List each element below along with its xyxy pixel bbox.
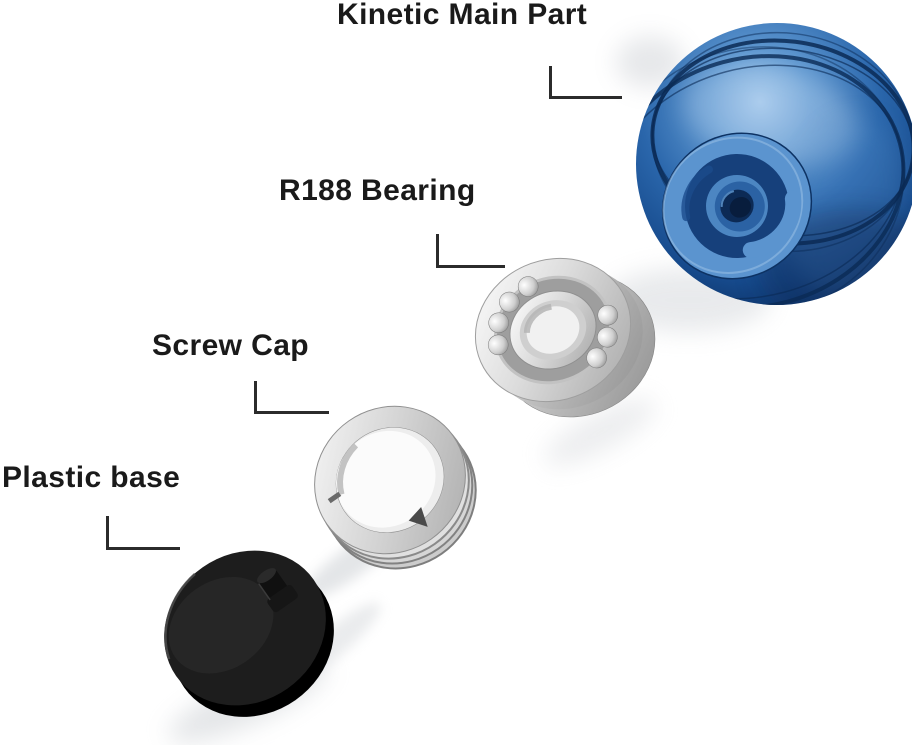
base-peg (257, 568, 298, 613)
bearing-balls (487, 276, 619, 369)
leader-line-screw-cap (254, 381, 329, 414)
leader-line-plastic-base (106, 516, 180, 550)
screw-cap-notch (408, 507, 428, 527)
plastic-base-graphic (164, 550, 334, 717)
bearing-bore (526, 306, 580, 354)
label-r188-bearing: R188 Bearing (279, 174, 476, 207)
screw-cap-graphic (314, 405, 477, 570)
leader-line-r188-bearing (436, 234, 505, 268)
label-screw-cap: Screw Cap (152, 329, 309, 362)
screw-cap-opening (336, 430, 436, 528)
label-plastic-base: Plastic base (2, 461, 181, 494)
leader-line-kinetic-main-part (549, 66, 622, 99)
label-kinetic-main-part: Kinetic Main Part (337, 0, 588, 31)
ball-front-face (661, 132, 813, 280)
r188-bearing-graphic (474, 257, 656, 418)
